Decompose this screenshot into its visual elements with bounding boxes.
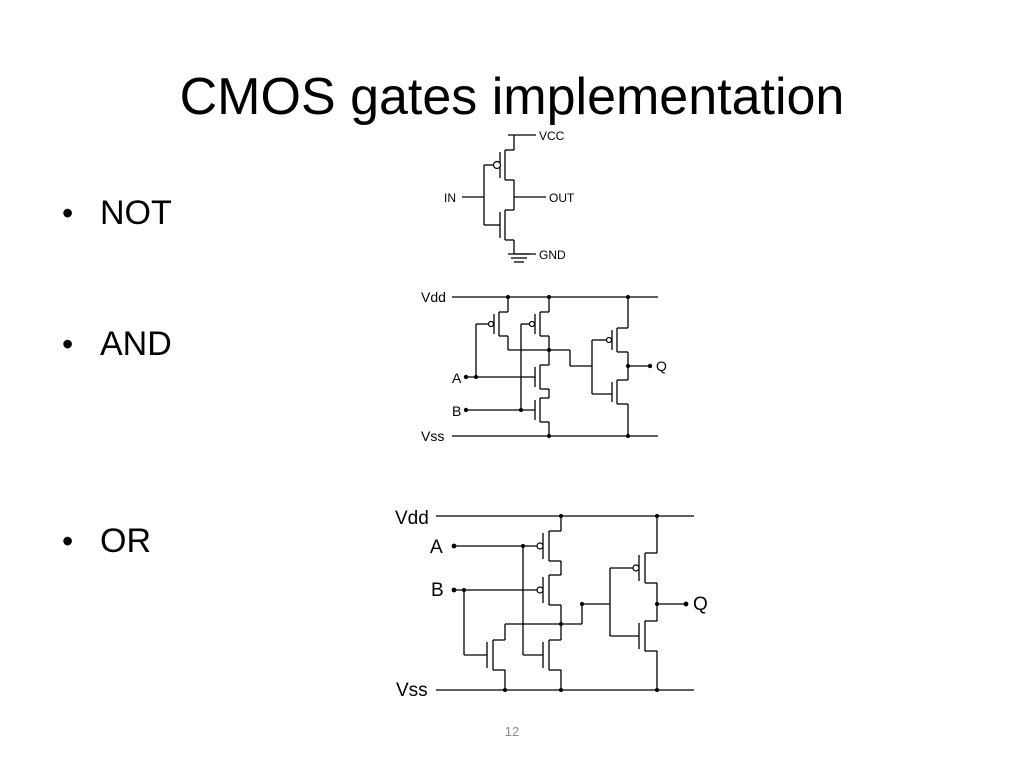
q-label: Q <box>656 358 667 374</box>
or-gate-schematic: Vdd Vss A B <box>395 508 708 701</box>
bullet-marker: • <box>62 523 74 559</box>
b-label: B <box>431 580 444 601</box>
vcc-label: VCC <box>539 129 565 143</box>
vdd-label: Vdd <box>395 508 429 529</box>
vss-label: Vss <box>421 428 444 444</box>
vdd-label: Vdd <box>421 289 446 305</box>
page-number: 12 <box>504 724 520 739</box>
bullet-or: • OR <box>62 521 151 561</box>
out-label: OUT <box>549 191 575 205</box>
slide-title: CMOS gates implementation <box>179 68 845 126</box>
b-label: B <box>452 403 461 419</box>
bullet-label-or: OR <box>100 522 151 560</box>
in-label: IN <box>444 191 456 205</box>
not-gate-schematic: VCC IN OUT GND <box>444 129 575 263</box>
bullet-marker: • <box>62 326 74 362</box>
a-label: A <box>452 370 462 386</box>
and-gate-schematic: Vdd Vss A B <box>421 289 667 444</box>
a-label: A <box>430 537 443 558</box>
vss-label: Vss <box>396 680 428 701</box>
bullet-label-and: AND <box>100 325 172 363</box>
bullet-and: • AND <box>62 324 172 364</box>
bullet-marker: • <box>62 195 74 231</box>
bullet-label-not: NOT <box>100 194 172 232</box>
q-label: Q <box>693 594 708 615</box>
bullet-not: • NOT <box>62 193 172 233</box>
gnd-label: GND <box>539 248 566 262</box>
